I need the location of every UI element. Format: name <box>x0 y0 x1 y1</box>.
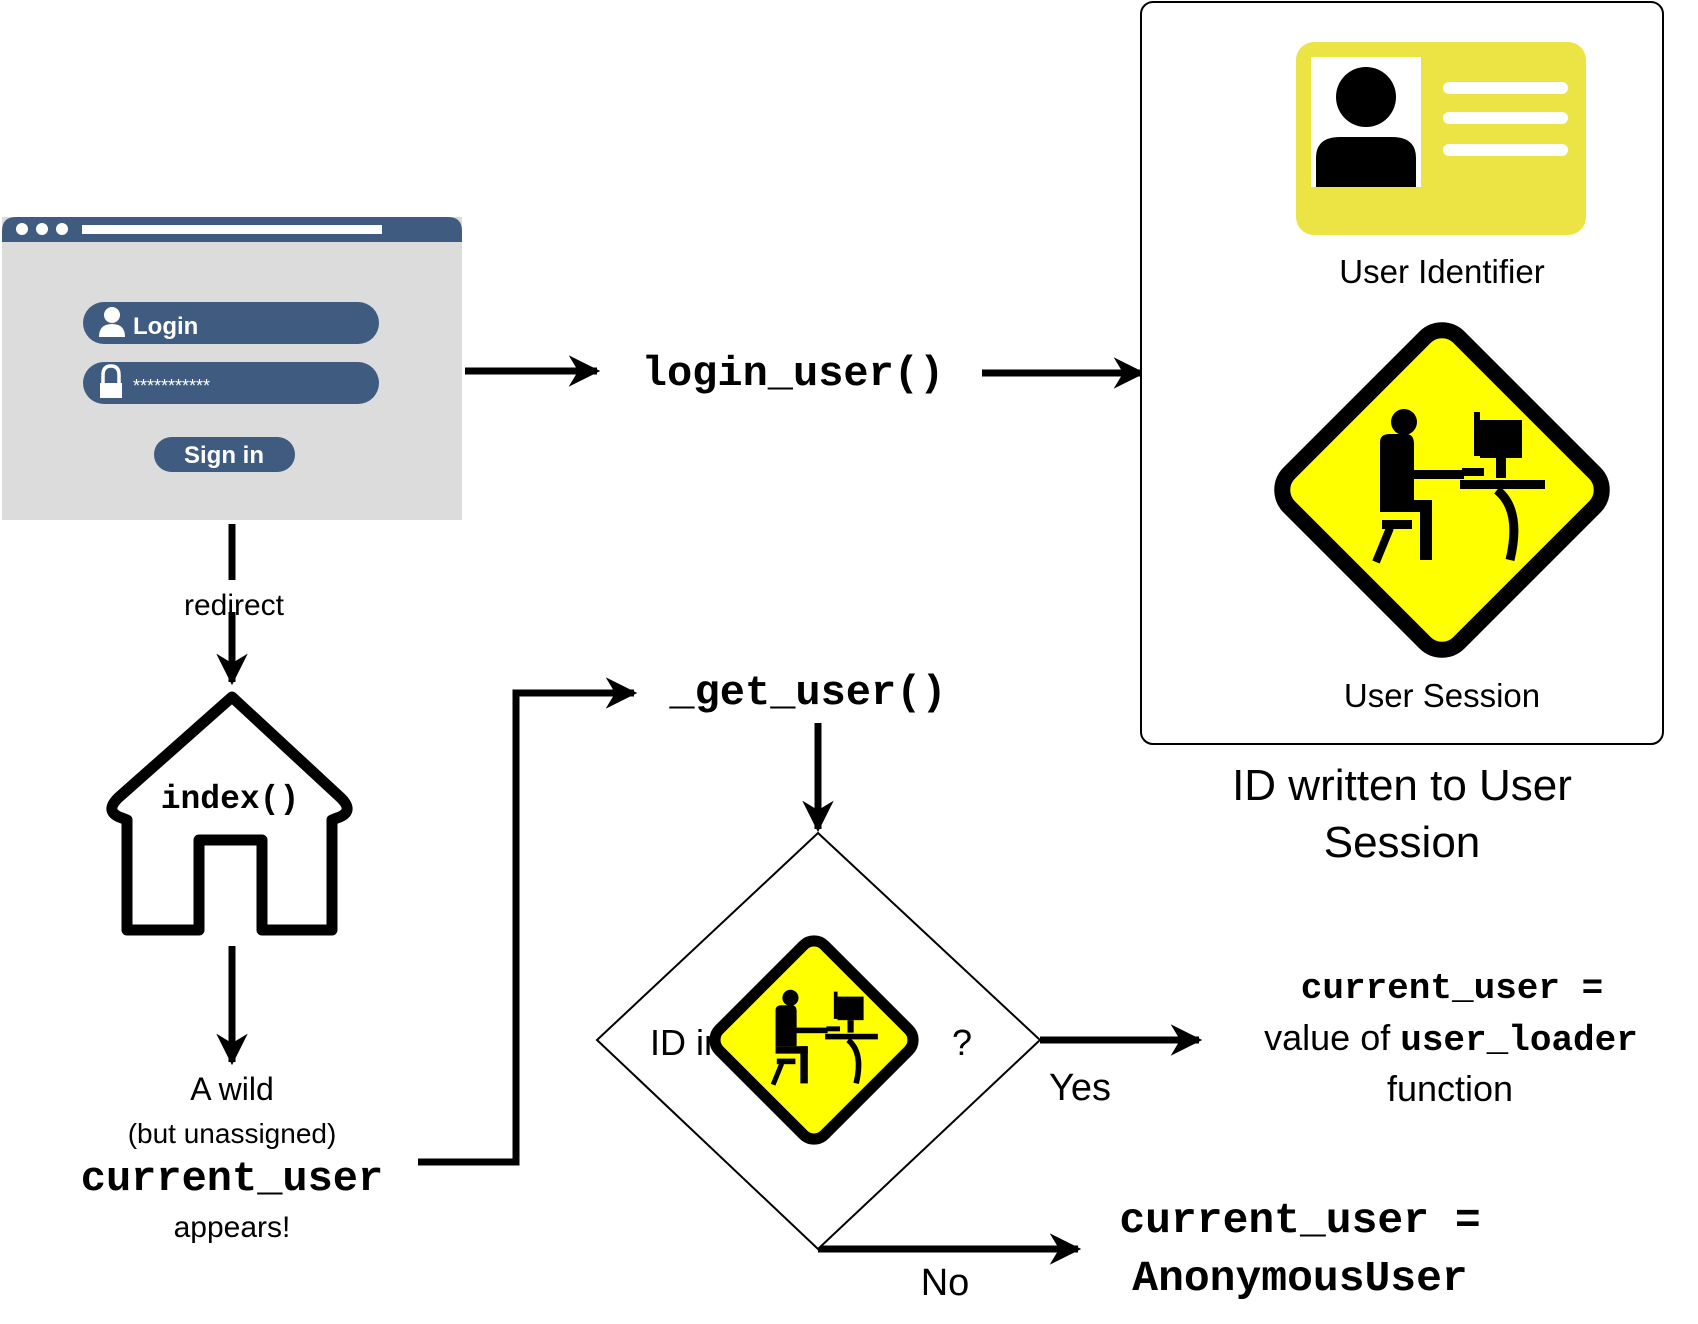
yes-label: Yes <box>1049 1067 1111 1109</box>
lock-icon <box>100 364 122 398</box>
no-result-line-2: AnonymousUser <box>1132 1254 1467 1303</box>
decision-diamond: ID in ? <box>595 831 1042 1251</box>
yes-result-code: user_loader <box>1400 1020 1638 1061</box>
window-dot-2 <box>36 223 48 235</box>
wild-line-2: (but unassigned) <box>128 1118 337 1149</box>
window-dot-1 <box>16 223 28 235</box>
decision-right-text: ? <box>952 1022 972 1063</box>
arrow-wild-user-to-get-user <box>418 677 638 1166</box>
login-user-function: login_user() <box>642 350 944 398</box>
login-field[interactable]: Login <box>83 302 379 344</box>
session-caption-line-1: ID written to User <box>1232 761 1572 810</box>
window-address-bar <box>82 225 382 234</box>
window-dot-3 <box>56 223 68 235</box>
login-window: Login *********** Sign in <box>2 217 462 520</box>
user-identifier-label: User Identifier <box>1339 253 1544 290</box>
index-function: index() <box>161 781 300 818</box>
no-label: No <box>921 1262 970 1304</box>
yes-result-prefix: value of <box>1264 1017 1391 1058</box>
session-caption-line-2: Session <box>1324 818 1481 867</box>
get-user-function: _get_user() <box>668 669 946 717</box>
user-icon <box>99 307 125 337</box>
no-result-line-1: current_user = <box>1119 1196 1480 1245</box>
redirect-label: redirect <box>184 589 285 622</box>
house-icon <box>106 691 353 936</box>
user-session-label: User Session <box>1344 677 1540 714</box>
wild-line-4: appears! <box>174 1211 291 1244</box>
decision-session-icon <box>709 935 919 1145</box>
login-label: Login <box>133 313 198 340</box>
user-session-warning-icon <box>1274 322 1610 658</box>
wild-line-3: current_user <box>81 1155 383 1203</box>
id-card-icon <box>1296 42 1586 235</box>
sign-in-button[interactable]: Sign in <box>154 437 295 472</box>
password-mask: *********** <box>133 376 210 396</box>
password-field[interactable]: *********** <box>83 362 379 404</box>
yes-result-line-3: function <box>1387 1068 1513 1109</box>
wild-line-1: A wild <box>190 1071 274 1107</box>
sign-in-label: Sign in <box>184 442 264 469</box>
wild-current-user-text: A wild (but unassigned) current_user app… <box>81 1071 383 1244</box>
session-box: User Identifier User Session <box>1140 1 1664 745</box>
no-result: current_user = AnonymousUser <box>1119 1196 1480 1303</box>
yes-result-line-1: current_user = <box>1301 968 1603 1009</box>
